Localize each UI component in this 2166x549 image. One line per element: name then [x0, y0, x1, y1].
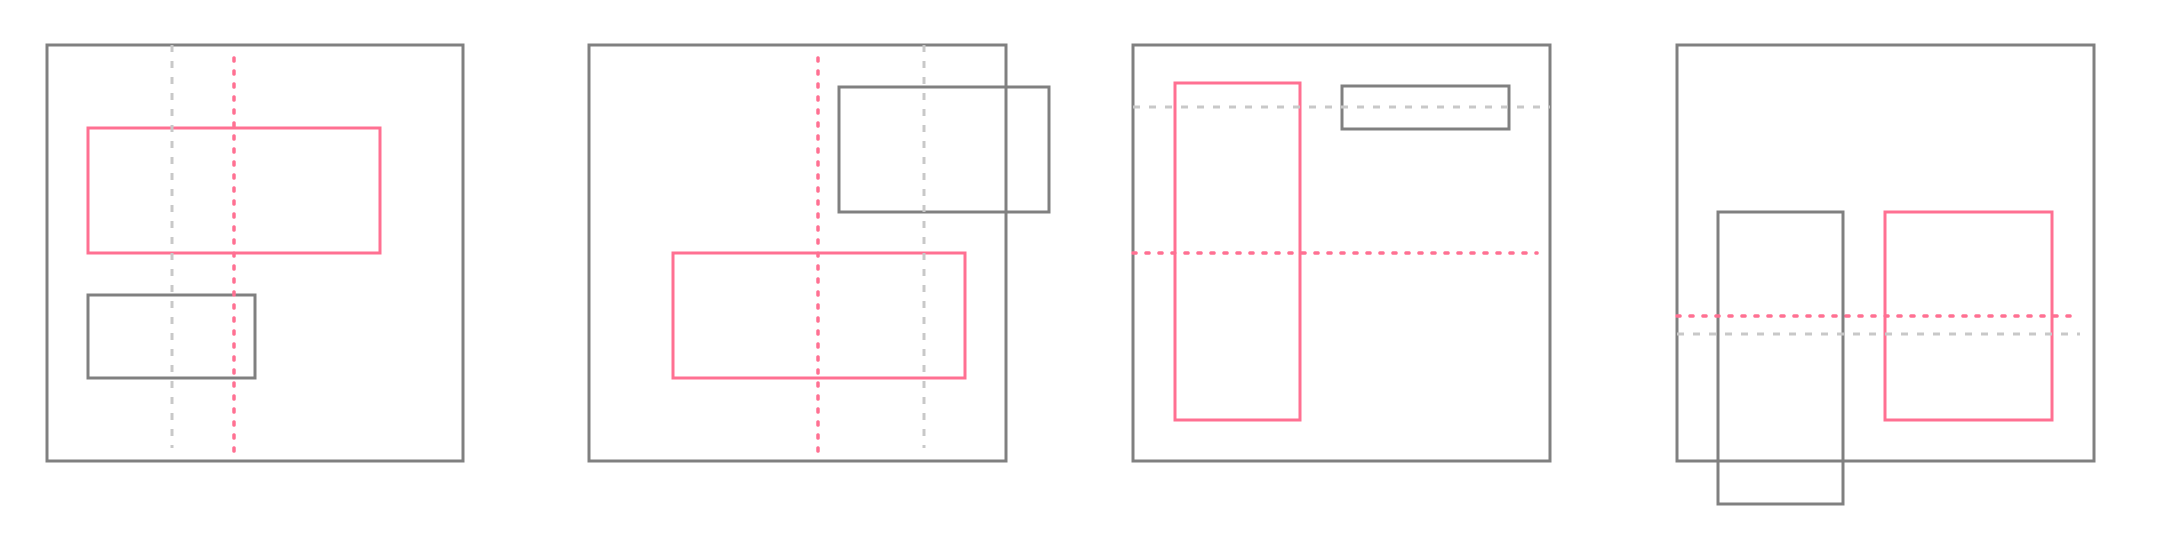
panel-2 [587, 43, 1051, 463]
neutral-box [86, 293, 257, 380]
panel-3 [1131, 43, 1552, 463]
neutral-box [1716, 210, 1845, 506]
panel-frame [45, 43, 465, 463]
panel-4 [1675, 43, 2096, 506]
panel-frame [1675, 43, 2096, 463]
panel-frame [587, 43, 1008, 463]
neutral-box [837, 85, 1051, 214]
panel-1 [45, 43, 465, 463]
